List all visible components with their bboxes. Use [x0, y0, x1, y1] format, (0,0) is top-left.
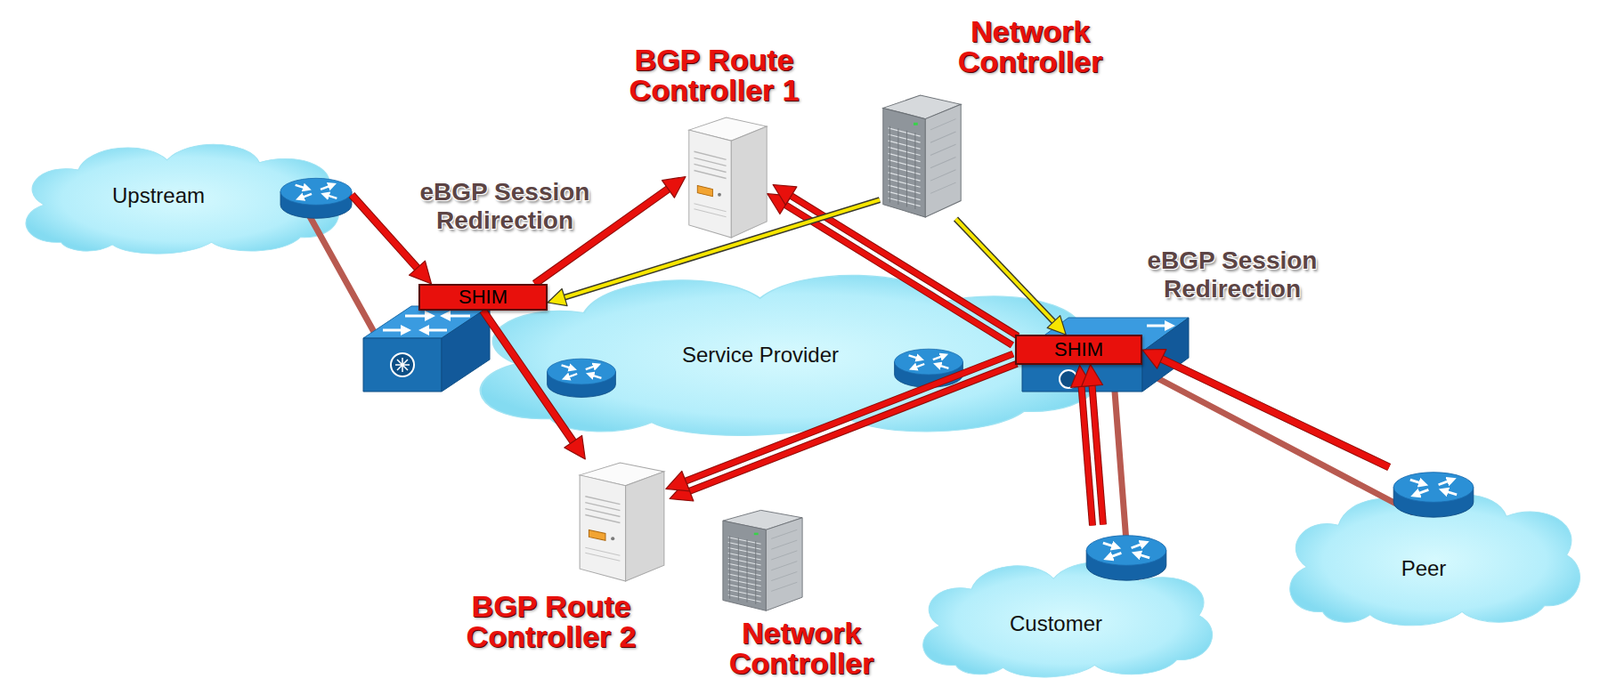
text-holder: Network Controller: [698, 617, 904, 679]
text-holder: eBGP Session Redirection: [384, 178, 626, 236]
controller-title: BGP Route Controller 2: [439, 591, 663, 652]
network-name: Service Provider: [682, 342, 839, 368]
redirect-arrow: [1071, 365, 1104, 527]
controller-title: Network Controller: [927, 16, 1133, 77]
session-label: eBGP Session Redirection: [1112, 246, 1353, 304]
server-node: Network Controller: [879, 91, 965, 220]
controller-title: BGP Route Controller 1: [602, 44, 826, 106]
session-label: eBGP Session Redirection: [384, 178, 626, 236]
text-holder: BGP Route Controller 2: [439, 591, 663, 652]
redirect-arrow: [351, 194, 432, 285]
network-name: Customer: [1009, 611, 1103, 637]
network-name: Upstream: [112, 183, 205, 209]
shim-label: SHIM: [458, 286, 508, 309]
physical-link: [307, 211, 1412, 554]
server-node: BGP Route Controller 2: [576, 459, 668, 584]
control-arrow: [547, 200, 880, 307]
shim-box: SHIM: [1015, 334, 1143, 366]
network-name: Peer: [1401, 556, 1447, 582]
server-node: Network Controller: [719, 507, 806, 613]
text-holder: Network Controller: [927, 16, 1133, 77]
control-arrow: [956, 219, 1067, 335]
text-holder: Service Provider: [682, 342, 839, 368]
text-holder: eBGP Session Redirection: [1112, 246, 1353, 304]
switch-icon: [363, 306, 490, 392]
redirect-arrow: [767, 184, 1018, 345]
server-icon: [685, 113, 771, 240]
text-holder: Peer: [1401, 556, 1447, 582]
network-cloud: Customer: [908, 525, 1225, 682]
redirect-arrow: [665, 354, 1017, 502]
switch-icon: [1022, 317, 1189, 392]
redirect-arrow: [1142, 349, 1389, 468]
server-node: BGP Route Controller 1: [685, 113, 771, 240]
shim-label: SHIM: [1054, 339, 1104, 361]
server-icon: [576, 459, 668, 584]
controller-title: Network Controller: [698, 617, 904, 679]
text-holder: Upstream: [112, 183, 205, 209]
router-icon: [280, 178, 1474, 581]
text-holder: BGP Route Controller 1: [602, 44, 826, 106]
text-holder: Customer: [1009, 611, 1103, 637]
shim-box: SHIM: [418, 284, 548, 311]
redirect-arrow: [483, 310, 586, 460]
server-icon: [879, 91, 965, 220]
server-icon: [719, 507, 806, 613]
